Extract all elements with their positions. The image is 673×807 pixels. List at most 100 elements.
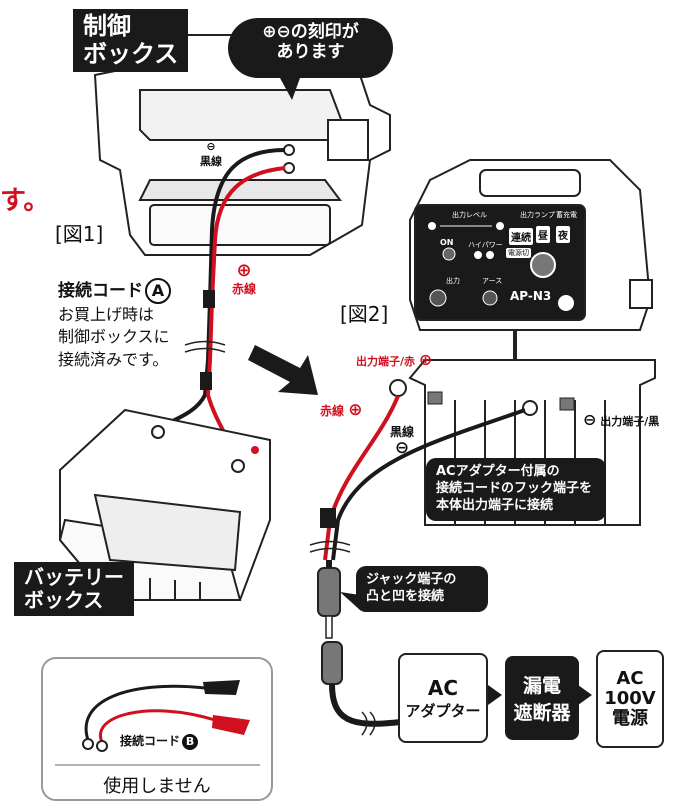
jack-callout-tail xyxy=(340,592,360,610)
breaker-line2: 遮断器 xyxy=(513,702,571,724)
jack-pin xyxy=(325,615,333,639)
ac-adapter-line1: AC xyxy=(427,675,459,700)
black-wire-fig1 xyxy=(158,148,286,430)
cord-a-title: 接続コード xyxy=(58,281,143,301)
power-off-label: 電源切 xyxy=(506,248,531,258)
power-line3: 電源 xyxy=(612,707,648,729)
adapter-cable xyxy=(329,683,401,727)
marking-bubble-line1: の刻印が xyxy=(290,22,359,42)
wire-break-fig2 xyxy=(309,540,351,553)
red-plus-symbol: ⊕ xyxy=(236,260,252,281)
red-wire-label-fig2: 赤線 ⊕ xyxy=(320,400,363,420)
black-wire-fig2-minus-icon: ⊖ xyxy=(394,438,410,458)
high-power-lamp-1 xyxy=(474,251,482,259)
ac-adapter-box: AC アダプター xyxy=(398,653,488,743)
minus-terminal-label: ⊖ 出力端子/黒 xyxy=(583,410,660,429)
ac-adapter-callout: ACアダプター付属の 接続コードのフック端子を 本体出力端子に接続 xyxy=(426,458,606,521)
day-label: 昼 xyxy=(536,226,550,243)
cord-a-badge: A xyxy=(145,278,171,304)
jack-callout-line2: 凸と凹を接続 xyxy=(366,588,445,604)
cord-a-line3: 接続済みです。 xyxy=(58,349,169,369)
marking-bubble-line2: あります xyxy=(276,42,345,63)
cord-b-ring-red xyxy=(96,740,108,752)
control-box-title-line1: 制御 xyxy=(83,12,131,40)
marking-bubble: ⊕⊖の刻印が あります xyxy=(228,18,393,78)
battery-box-title: バッテリー ボックス xyxy=(14,562,134,616)
jack-callout-line1: ジャック端子の xyxy=(366,572,457,587)
charge-label: 蓄充電 xyxy=(556,211,577,219)
wire-clip-lower xyxy=(200,372,212,390)
plus-output-post xyxy=(427,391,443,405)
output-jack xyxy=(429,289,447,307)
black-minus-symbol: ⊖ xyxy=(206,140,216,153)
minus-terminal-icon: ⊖ xyxy=(583,410,597,429)
model-badge-icon xyxy=(558,295,574,311)
adapter-break-mark xyxy=(361,711,376,736)
cord-b-red-clip xyxy=(212,715,250,735)
minus-output-post xyxy=(559,397,575,411)
breaker-box: 漏電 遮断器 xyxy=(505,656,579,740)
cord-b-black-clip xyxy=(203,680,240,695)
battery-minus-terminal xyxy=(151,425,165,439)
battery-red-post xyxy=(251,446,259,454)
ac-callout-line3: 本体出力端子に接続 xyxy=(436,497,554,513)
cord-b-note: 使用しません xyxy=(103,776,211,797)
flow-arrow-1 xyxy=(488,685,502,705)
cord-b-badge: B xyxy=(182,734,199,750)
breaker-line1: 漏電 xyxy=(522,675,561,697)
on-label: ON xyxy=(440,238,454,247)
output-level-dot-left xyxy=(428,222,436,230)
direction-arrow xyxy=(248,345,318,395)
cord-b-black-wire xyxy=(84,684,206,741)
control-plus-terminal xyxy=(283,162,295,174)
flow-arrow-2 xyxy=(578,685,592,705)
cord-a-line1: お買上げ時は xyxy=(58,305,155,324)
ac-adapter-line2: アダプター xyxy=(405,701,481,720)
earth-label: アース xyxy=(482,277,503,285)
plus-minus-symbols: ⊕⊖ xyxy=(262,22,291,42)
control-box-title: 制御 ボックス xyxy=(73,9,189,73)
continuous-label: 連続 xyxy=(509,228,533,245)
ac-callout-line1: ACアダプター付属の xyxy=(436,464,560,479)
model-label: AP-N3 xyxy=(510,289,552,303)
battery-plus-terminal xyxy=(231,459,245,473)
control-box-drawing xyxy=(93,34,391,256)
earth-jack xyxy=(482,290,498,306)
figure2-label: [図2] xyxy=(340,302,389,326)
black-wire-fig2 xyxy=(331,408,526,561)
red-hook-terminal xyxy=(389,379,407,397)
high-power-lamp-2 xyxy=(486,251,494,259)
night-label: 夜 xyxy=(556,226,570,243)
jack-plug-upper xyxy=(317,567,341,617)
cut-off-text: す。 xyxy=(0,186,50,216)
mode-dial xyxy=(530,252,556,278)
plus-terminal-icon: ⊕ xyxy=(418,350,433,369)
bubble-tail xyxy=(280,78,300,100)
battery-box-title-line1: バッテリー xyxy=(24,565,124,589)
red-wire-fig2-plus-icon: ⊕ xyxy=(348,400,363,420)
output-label: 出力 xyxy=(446,277,460,285)
battery-box-title-line2: ボックス xyxy=(24,588,104,612)
ac-callout-line2: 接続コードのフック端子を xyxy=(436,480,593,496)
red-wire-label: ⊕ 赤線 xyxy=(232,260,257,297)
power-line2: 100V xyxy=(604,688,656,710)
black-wire-label: ⊖ 黒線 xyxy=(200,140,222,168)
wire-clip-upper xyxy=(203,290,215,308)
output-lamp-label: 出力ランプ xyxy=(520,211,555,219)
wire-break-mark xyxy=(184,340,226,353)
on-button xyxy=(442,247,456,261)
control-minus-terminal xyxy=(283,144,295,156)
jack-callout: ジャック端子の 凸と凹を接続 xyxy=(356,566,488,612)
power-line1: AC xyxy=(616,668,644,690)
output-level-label: 出力レベル xyxy=(452,211,487,219)
control-box-title-line2: ボックス xyxy=(83,39,179,68)
jack-plug-lower xyxy=(321,641,343,685)
cord-b-red-wire xyxy=(98,709,216,743)
black-wire-label-fig2: 黒線 ⊖ xyxy=(390,425,415,458)
output-level-dot-right xyxy=(496,222,504,230)
power-source-box: AC 100V 電源 xyxy=(596,650,664,748)
high-power-label: ハイパワー xyxy=(468,241,503,249)
cord-b-ring-black xyxy=(82,738,94,750)
